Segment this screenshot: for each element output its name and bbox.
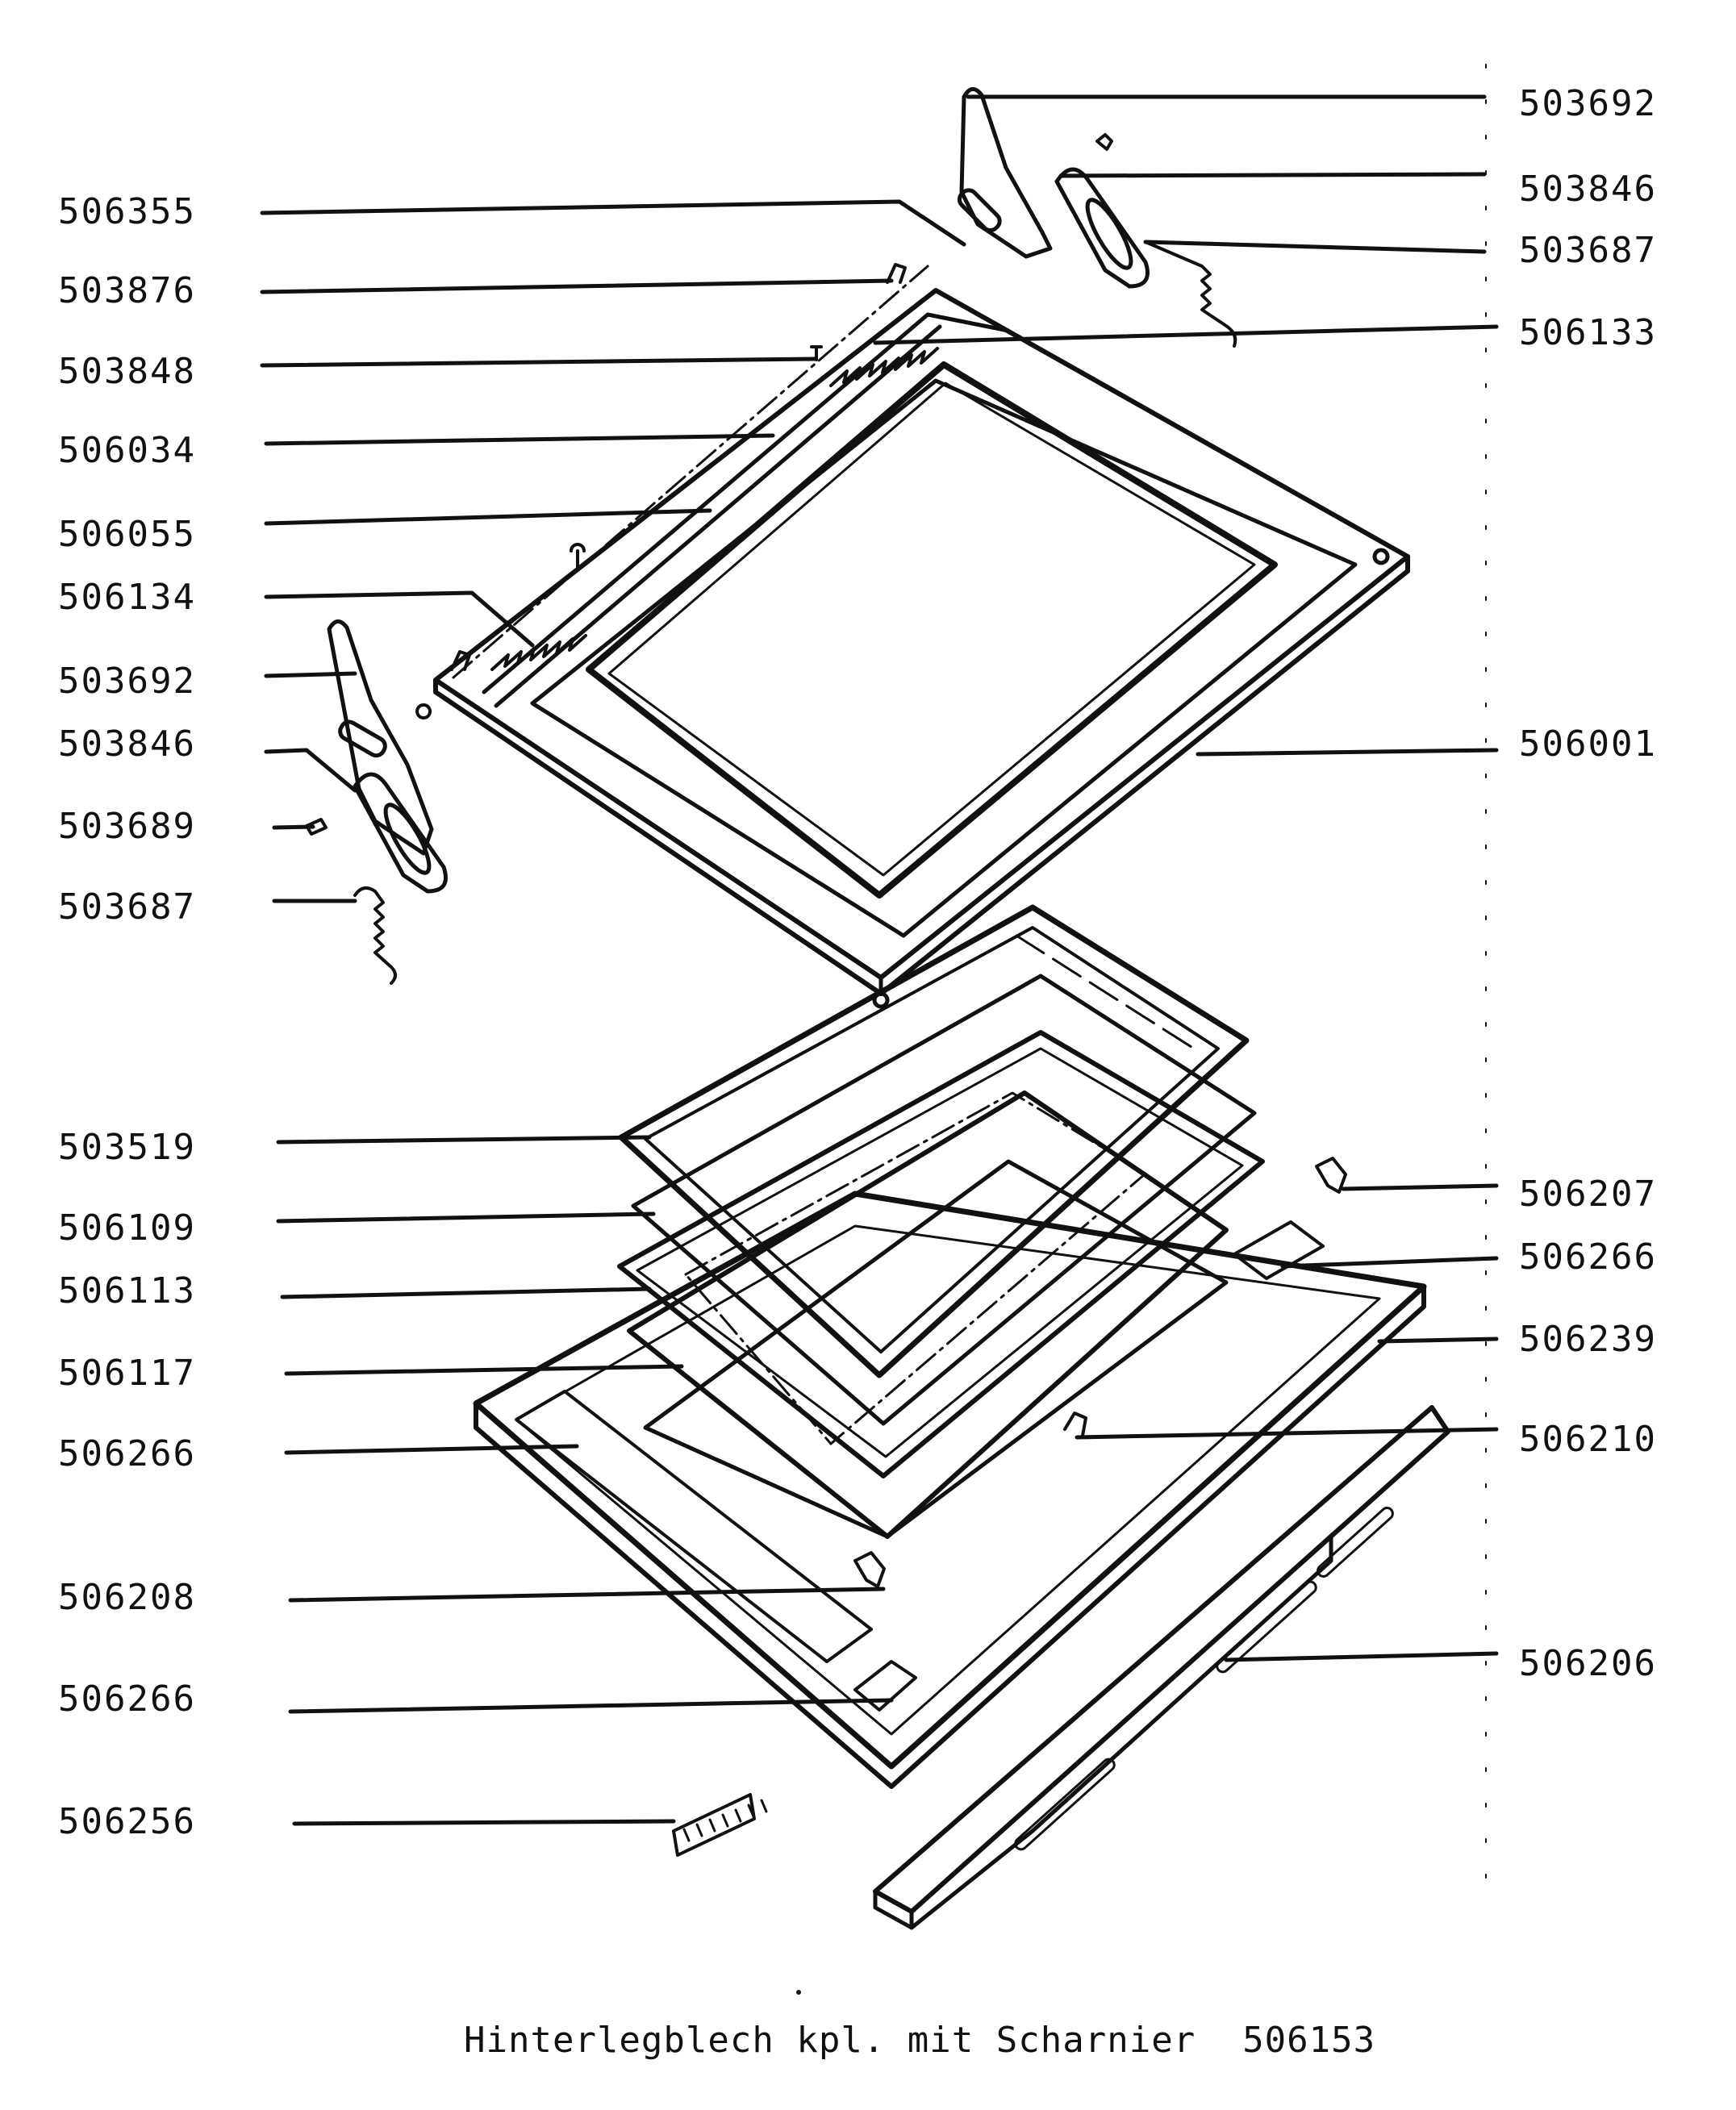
- clip-506210: [1063, 1412, 1087, 1437]
- part-label-506206: 506206: [1519, 1643, 1657, 1684]
- part-label-506055: 506055: [58, 514, 196, 555]
- caption-text: Hinterlegblech kpl. mit Scharnier: [464, 2020, 1196, 2061]
- part-label-503848: 503848: [58, 351, 196, 392]
- part-label-506239: 506239: [1519, 1319, 1657, 1360]
- leader-lines-left: [260, 199, 966, 1826]
- part-label-503689: 503689: [58, 806, 196, 847]
- part-label-506266-c: 506266: [1519, 1236, 1657, 1278]
- hinge-top-right: [957, 87, 1237, 348]
- spring-506134: [490, 634, 587, 671]
- hinge-left: [305, 619, 448, 985]
- part-label-503519: 503519: [58, 1127, 196, 1168]
- bottom-tray-506239: [473, 1191, 1427, 1789]
- clip-506207: [1315, 1157, 1347, 1194]
- part-label-506034: 506034: [58, 430, 196, 471]
- part-label-503876: 503876: [58, 270, 196, 311]
- glass-frame-506117: [627, 1090, 1229, 1539]
- part-label-506207: 506207: [1519, 1174, 1657, 1215]
- part-label-503846-right: 503846: [1519, 169, 1657, 210]
- part-label-506133: 506133: [1519, 312, 1657, 353]
- part-label-506109: 506109: [58, 1207, 196, 1249]
- part-label-506113: 506113: [58, 1270, 196, 1311]
- part-label-503687-right: 503687: [1519, 230, 1657, 271]
- glass-frame-503519: [618, 904, 1250, 1378]
- part-label-506266-b: 506266: [58, 1678, 196, 1720]
- part-label-506117: 506117: [58, 1353, 196, 1394]
- door-panel-506001: [433, 288, 1410, 1009]
- glass-frame-506109: [631, 974, 1257, 1426]
- part-label-506210: 506210: [1519, 1419, 1657, 1460]
- clip-506208: [853, 1551, 886, 1588]
- part-label-506208: 506208: [58, 1577, 196, 1618]
- part-label-503692-right: 503692: [1519, 83, 1657, 124]
- part-label-503846-left: 503846: [58, 723, 196, 765]
- label-strip-506256: [672, 1793, 768, 1857]
- part-label-503687-left: 503687: [58, 886, 196, 928]
- part-label-506355: 506355: [58, 191, 196, 232]
- diagram-caption: Hinterlegblech kpl. mit Scharnier 506153: [464, 2020, 1375, 2061]
- part-label-506266-a: 506266: [58, 1433, 196, 1474]
- leader-lines-right: [873, 94, 1499, 1662]
- part-label-503692-left: 503692: [58, 661, 196, 702]
- bottom-rail-506206: [873, 1405, 1450, 1930]
- spring-506133: [829, 347, 939, 387]
- part-label-506134: 506134: [58, 577, 196, 618]
- glass-frame-506113: [617, 1030, 1265, 1478]
- part-label-506001: 506001: [1519, 723, 1657, 765]
- caption-part-number: 506153: [1242, 2020, 1376, 2061]
- part-label-506256: 506256: [58, 1801, 196, 1842]
